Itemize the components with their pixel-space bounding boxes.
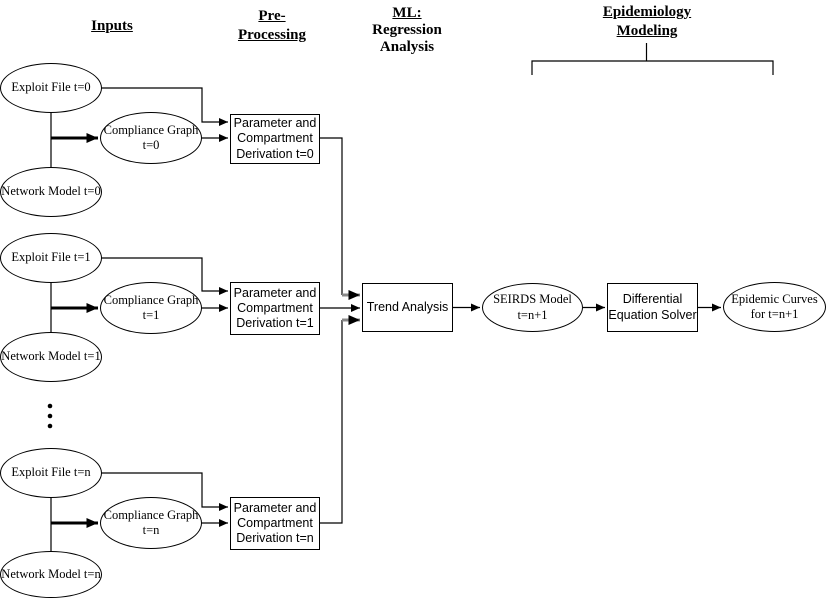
node-network-model-tn-label: Network Model t=n <box>1 566 101 581</box>
connector-parameter-tn-to-trend-vertical <box>320 320 343 524</box>
node-epidemic-curves: Epidemic Curves for t=n+1 <box>723 282 826 332</box>
header-ml-regression: ML: Regression Analysis <box>347 5 467 56</box>
header-preprocessing-line2: Processing <box>237 27 307 43</box>
node-exploit-file-t0-label: Exploit File t=0 <box>11 80 91 95</box>
node-exploit-file-t1-label: Exploit File t=1 <box>11 250 91 265</box>
node-compliance-graph-t0-label: Compliance Graph t=0 <box>103 122 199 152</box>
node-exploit-file-tn-label: Exploit File t=n <box>11 465 91 480</box>
header-epidemiology-line1: Epidemiology <box>602 4 692 20</box>
node-compliance-graph-t1-label: Compliance Graph t=1 <box>103 292 199 322</box>
node-network-model-t0-label: Network Model t=0 <box>1 184 101 199</box>
node-parameter-derivation-t1-label: Parameter and Compartment Derivation t=1 <box>233 285 317 331</box>
node-network-model-tn: Network Model t=n <box>0 551 102 598</box>
node-seirds-model: SEIRDS Model t=n+1 <box>482 283 583 332</box>
header-preprocessing: Pre- Processing <box>212 7 332 45</box>
node-exploit-file-tn: Exploit File t=n <box>0 448 102 498</box>
node-differential-equation-solver: Differential Equation Solver <box>607 283 698 332</box>
header-inputs-label: Inputs <box>91 18 133 34</box>
connector-exploit-t0-to-parameter-t0 <box>51 87 228 126</box>
node-compliance-graph-t1: Compliance Graph t=1 <box>100 282 202 334</box>
node-trend-analysis-label: Trend Analysis <box>366 299 449 314</box>
header-ml-line3: Analysis <box>379 39 435 55</box>
node-parameter-derivation-tn-label: Parameter and Compartment Derivation t=n <box>233 500 317 546</box>
node-parameter-derivation-t0-label: Parameter and Compartment Derivation t=0 <box>233 116 317 161</box>
header-inputs: Inputs <box>52 17 172 36</box>
node-network-model-t0: Network Model t=0 <box>0 167 102 217</box>
node-network-model-t1: Network Model t=1 <box>0 332 102 382</box>
header-ml-line1: ML: <box>392 5 422 21</box>
header-epidemiology-line2: Modeling <box>616 23 678 39</box>
node-exploit-file-t1: Exploit File t=1 <box>0 233 102 283</box>
connector-exploit-tn-to-parameter-tn <box>51 472 228 511</box>
header-ml-line2: Regression <box>372 22 442 38</box>
node-parameter-derivation-t0: Parameter and Compartment Derivation t=0 <box>230 114 320 164</box>
node-parameter-derivation-t1: Parameter and Compartment Derivation t=1 <box>230 282 320 335</box>
vertical-ellipsis-dots <box>47 403 53 429</box>
epidemiology-bracket <box>531 60 774 75</box>
node-trend-analysis: Trend Analysis <box>362 283 453 332</box>
header-epidemiology-modeling: Epidemiology Modeling <box>567 3 727 41</box>
node-seirds-model-label: SEIRDS Model t=n+1 <box>493 292 572 322</box>
connector-exploit-t1-to-parameter-t1 <box>51 257 228 295</box>
node-differential-equation-solver-label: Differential Equation Solver <box>608 292 697 322</box>
node-compliance-graph-tn-label: Compliance Graph t=n <box>103 507 199 537</box>
node-parameter-derivation-tn: Parameter and Compartment Derivation t=n <box>230 497 320 550</box>
node-exploit-file-t0: Exploit File t=0 <box>0 63 102 113</box>
node-compliance-graph-tn: Compliance Graph t=n <box>100 497 202 549</box>
connector-parameter-t0-to-trend-vertical <box>320 137 343 295</box>
header-preprocessing-line1: Pre- <box>258 8 286 24</box>
node-network-model-t1-label: Network Model t=1 <box>1 349 101 364</box>
node-epidemic-curves-label: Epidemic Curves for t=n+1 <box>731 291 818 321</box>
node-compliance-graph-t0: Compliance Graph t=0 <box>100 112 202 164</box>
